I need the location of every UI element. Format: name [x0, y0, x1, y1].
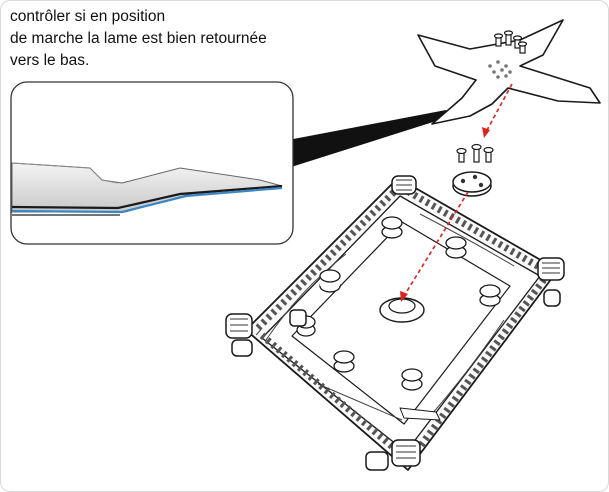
hub-icon	[452, 171, 492, 197]
detail-connector	[288, 110, 452, 168]
instruction-line-3: vers le bas.	[10, 52, 90, 69]
screws-icon	[456, 143, 494, 163]
instruction-line-1: contrôler si en position	[10, 8, 166, 25]
blade-icon	[417, 19, 601, 125]
alignment-arrows	[403, 83, 513, 297]
instruction-text: contrôler si en position de marche la la…	[10, 6, 330, 72]
blade-profile-detail-icon	[10, 81, 294, 245]
alignment-arrowheads	[400, 127, 490, 302]
instruction-line-2: de marche la lame est bien retournée	[10, 30, 267, 47]
mower-chassis-icon	[225, 175, 565, 471]
